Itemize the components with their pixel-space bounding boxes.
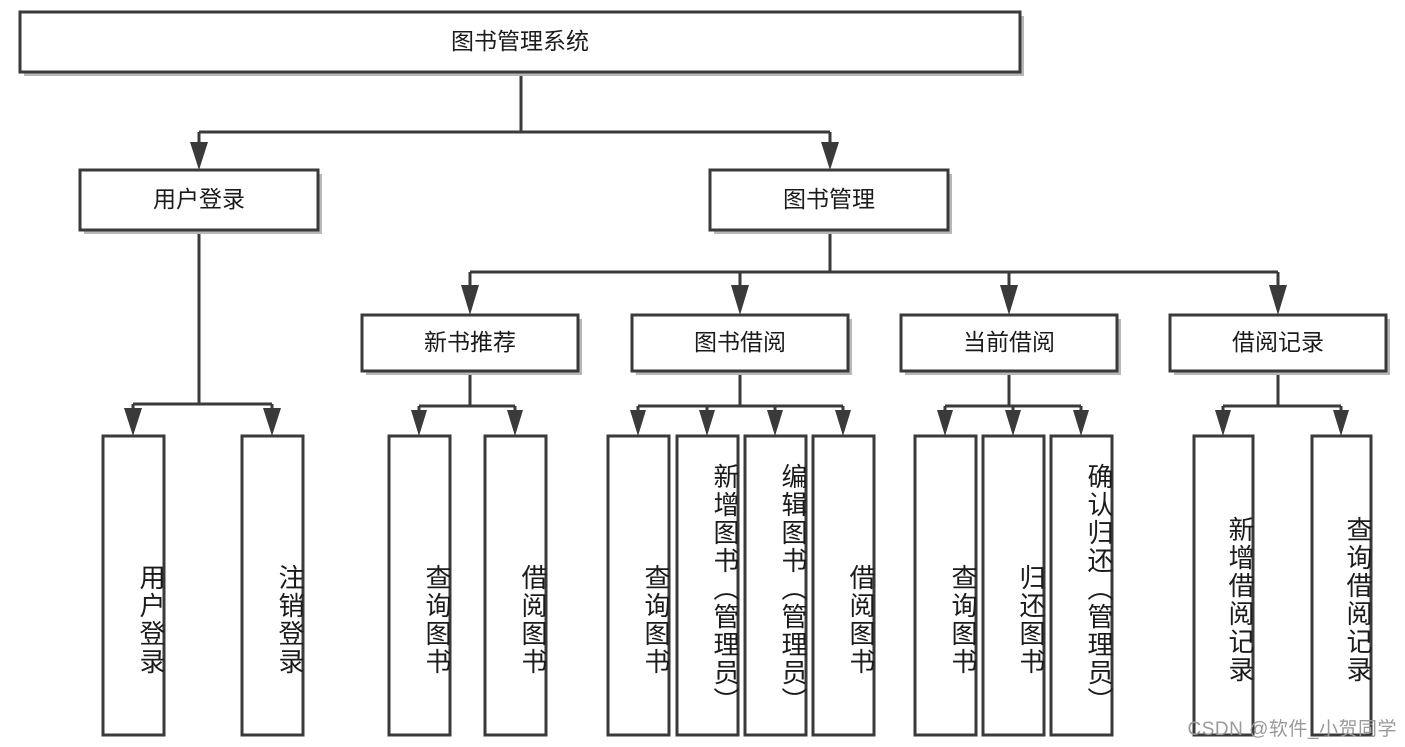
arrowhead-newbook — [461, 285, 479, 315]
node-level3-book-borrow[interactable] — [630, 313, 850, 373]
node-leaf-new-book-recommend-0[interactable] — [387, 434, 452, 737]
node-level3-current-borrow[interactable] — [899, 313, 1119, 373]
node-leaf-user-login-0[interactable] — [101, 434, 166, 737]
arrowhead-borrowrecord — [1269, 285, 1287, 315]
arrowhead-bookborrow-leaf2 — [699, 410, 715, 436]
node-leaf-book-borrow-1[interactable] — [675, 434, 740, 737]
node-level3-borrow-record[interactable] — [1168, 313, 1388, 373]
node-level2-book-management-label: 图书管理 — [783, 186, 875, 212]
node-leaf-current-borrow-2[interactable] — [1049, 434, 1114, 737]
node-root-label: 图书管理系统 — [451, 28, 589, 54]
node-level3-new-book-recommend[interactable] — [360, 313, 580, 373]
node-leaf-current-borrow-1[interactable] — [981, 434, 1046, 737]
arrowhead-bookborrow-leaf4 — [835, 410, 851, 436]
arrowhead-bookborrow-leaf3 — [767, 410, 783, 436]
node-level2-user-login[interactable] — [78, 168, 320, 232]
node-leaf-current-borrow-0[interactable] — [913, 434, 978, 737]
node-level3-borrow-record-label: 借阅记录 — [1232, 329, 1324, 355]
arrowhead-bookborrow-leaf1 — [630, 410, 646, 436]
node-level3-current-borrow-label: 当前借阅 — [963, 329, 1055, 355]
node-leaf-borrow-record-1[interactable] — [1310, 434, 1373, 737]
arrowhead-borrowrecord-leaf2 — [1333, 410, 1349, 436]
csdn-watermark: CSDN @软件_小贺同学 — [1187, 719, 1397, 740]
node-level2-user-login-label: 用户登录 — [153, 186, 245, 212]
node-level2-book-management[interactable] — [708, 168, 950, 232]
node-leaf-book-borrow-0[interactable] — [606, 434, 671, 737]
connector-layer — [124, 74, 1349, 436]
arrowhead-currentborrow-leaf1 — [937, 410, 953, 436]
arrowhead-currentborrow-leaf3 — [1073, 410, 1089, 436]
node-leaf-user-login-1[interactable] — [240, 434, 305, 737]
node-root-box[interactable] — [18, 10, 1022, 74]
node-level3-new-book-recommend-label: 新书推荐 — [424, 329, 516, 355]
arrowhead-newbook-leaf1 — [411, 410, 427, 436]
node-leaf-book-borrow-2[interactable] — [743, 434, 808, 737]
arrowhead-bookmgmt — [821, 142, 839, 170]
arrowhead-userlogin-leaf1 — [124, 408, 142, 436]
node-leaf-borrow-record-0[interactable] — [1192, 434, 1255, 737]
node-leaf-book-borrow-3[interactable] — [811, 434, 876, 737]
arrowhead-borrowrecord-leaf1 — [1215, 410, 1231, 436]
arrowhead-userlogin-leaf2 — [263, 408, 281, 436]
node-leaf-new-book-recommend-1[interactable] — [483, 434, 548, 737]
arrowhead-newbook-leaf2 — [507, 410, 523, 436]
node-layer: 图书管理系统 用户登录 图书管理 新书推荐 图书借阅 当前借阅 借阅记录 — [18, 10, 1390, 737]
arrowhead-currentborrow-leaf2 — [1005, 410, 1021, 436]
arrowhead-bookborrow — [731, 285, 749, 315]
arrowhead-currentborrow — [1000, 285, 1018, 315]
arrowhead-userlogin — [190, 142, 208, 170]
node-level3-book-borrow-label: 图书借阅 — [694, 329, 786, 355]
